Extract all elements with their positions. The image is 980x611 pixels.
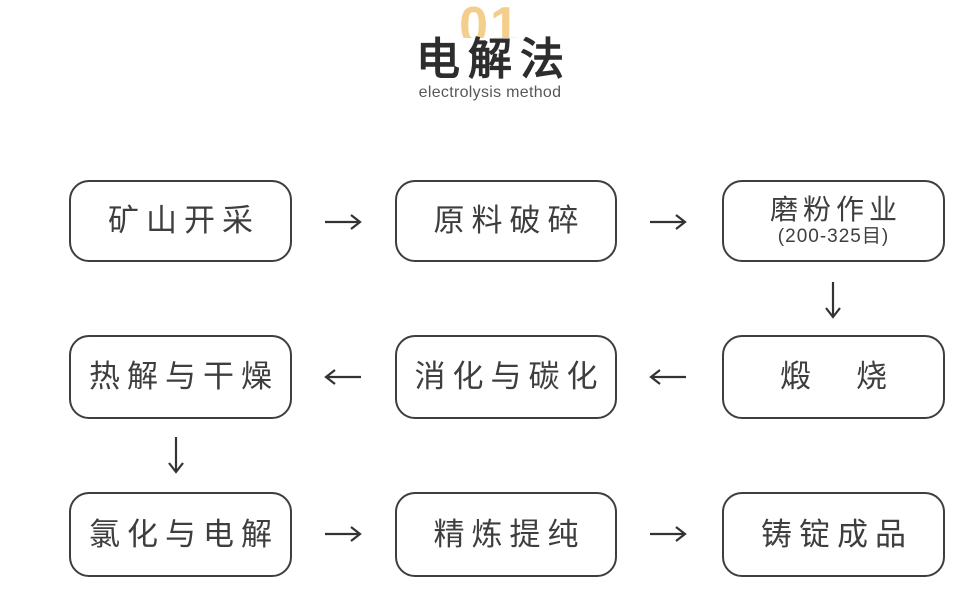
page-subtitle: electrolysis method [418, 84, 562, 101]
node-label: 铸锭成品 [761, 516, 913, 552]
arrow-right-icon [323, 523, 363, 545]
arrow-right-icon [648, 211, 688, 233]
node-label: 热解与干燥 [89, 359, 279, 395]
node-label: 消化与碳化 [414, 359, 605, 395]
flow-node-milling: 磨粉作业 (200-325目) [722, 180, 945, 262]
arrow-right-icon [648, 523, 688, 545]
page-title-text: 电解法 [406, 38, 582, 82]
node-label: 原料破碎 [433, 203, 586, 239]
flow-node-calcination: 煅 烧 [722, 335, 945, 419]
flow-node-raw-material-crushing: 原料破碎 [395, 180, 617, 262]
flow-node-pyrolysis-drying: 热解与干燥 [69, 335, 292, 419]
flow-node-digestion-carbonization: 消化与碳化 [395, 335, 617, 419]
flow-node-mining-extraction: 矿山开采 [69, 180, 292, 262]
node-label: 煅 烧 [780, 359, 894, 395]
arrow-down-icon [822, 280, 844, 320]
arrow-right-icon [323, 211, 363, 233]
flow-node-refining-purification: 精炼提纯 [395, 492, 617, 577]
arrow-left-icon [323, 366, 363, 388]
node-label: 精炼提纯 [433, 516, 586, 552]
arrow-left-icon [648, 366, 688, 388]
node-sublabel: (200-325目) [777, 225, 890, 247]
flow-node-chlorination-electrolysis: 氯化与电解 [69, 492, 292, 577]
arrow-down-icon [165, 435, 187, 475]
node-label: 矿山开采 [108, 203, 260, 239]
node-label: 氯化与电解 [89, 516, 279, 552]
flow-node-ingot-casting: 铸锭成品 [722, 492, 945, 577]
node-label: 磨粉作业 [769, 193, 902, 225]
page-title: 电解法 [0, 38, 980, 82]
